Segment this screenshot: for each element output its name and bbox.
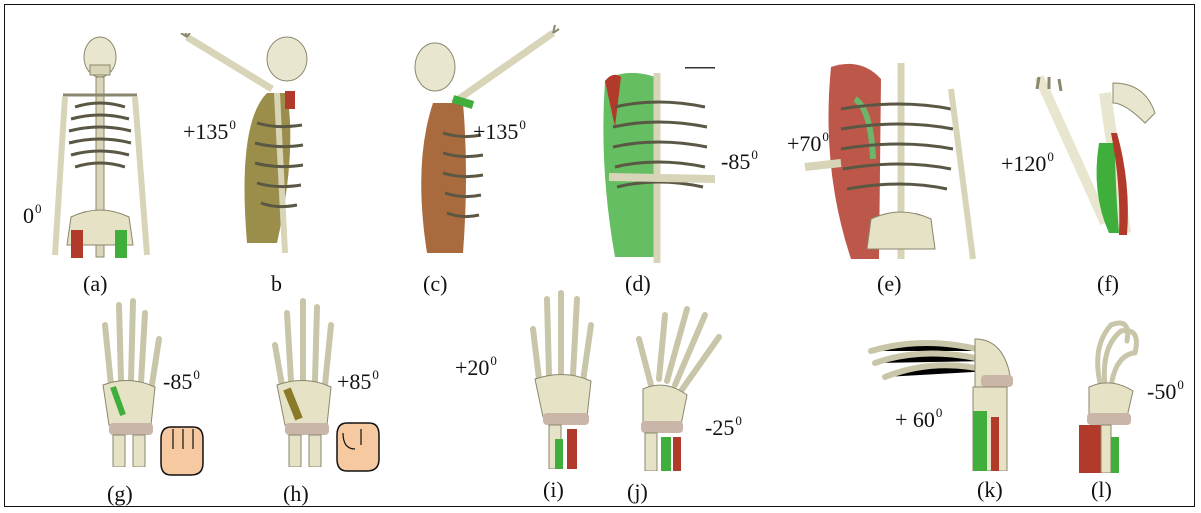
caption-i: (i) (543, 477, 564, 503)
angle-label-b: +1350 (183, 117, 236, 145)
caption-h: (h) (283, 481, 309, 507)
figure-frame: (a) b (c) (d) (e) (f) (g) (h) (i) (j) (k… (4, 4, 1195, 507)
panel-i-wrist-extension (525, 289, 605, 469)
angle-label-h: +850 (337, 367, 379, 395)
panel-d-skeleton-back (595, 67, 725, 263)
fist-icon-h (331, 419, 383, 475)
panel-l-wrist-ulnar (1071, 317, 1151, 473)
panel-b-skeleton-side (177, 33, 327, 263)
angle-label-i: +200 (455, 353, 497, 381)
caption-c: (c) (423, 271, 447, 297)
caption-e: (e) (877, 271, 901, 297)
panel-j-wrist-flexion (625, 295, 725, 471)
angle-label-k: + 600 (895, 405, 942, 433)
angle-label-g: -850 (163, 367, 200, 395)
angle-label-l: -500 (1147, 377, 1184, 405)
caption-b: b (271, 271, 282, 297)
panel-a-skeleton-front (35, 35, 165, 263)
caption-g: (g) (107, 481, 133, 507)
angle-label-d: -850 (721, 147, 758, 175)
panel-k-wrist-radial (865, 321, 1025, 471)
angle-label-j: -250 (705, 413, 742, 441)
angle-label-f: +1200 (1001, 149, 1054, 177)
angle-label-e: +700 (787, 129, 829, 157)
caption-j: (j) (627, 479, 648, 505)
fist-icon-g (155, 423, 207, 479)
caption-f: (f) (1097, 271, 1119, 297)
caption-a: (a) (83, 271, 107, 297)
panel-f-arm-elbow (1035, 73, 1165, 241)
angle-label-c: +1350 (473, 117, 526, 145)
caption-d: (d) (625, 271, 651, 297)
caption-l: (l) (1091, 477, 1112, 503)
caption-k: (k) (977, 477, 1003, 503)
panel-e-skeleton-abduction (801, 59, 981, 264)
angle-label-a: 00 (23, 201, 42, 229)
